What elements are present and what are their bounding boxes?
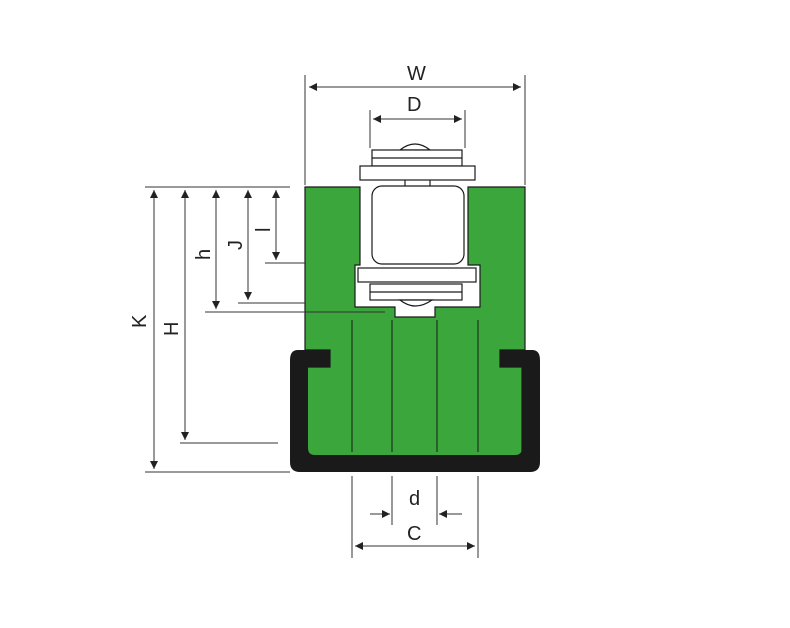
dim-label-C: C <box>407 523 421 545</box>
roller <box>371 185 465 265</box>
dim-label-J: J <box>225 240 247 250</box>
c-channel <box>290 350 540 472</box>
bottom-pin-head <box>398 299 434 307</box>
dim-label-d: d <box>409 488 420 510</box>
dim-label-H: H <box>161 322 183 336</box>
dim-label-h: h <box>193 249 215 260</box>
dim-label-D: D <box>407 94 421 116</box>
chain-assembly <box>357 143 477 307</box>
dimensions: W D K H h J l d <box>129 63 526 558</box>
internal-lines <box>351 320 479 452</box>
dim-label-K: K <box>129 314 151 328</box>
bottom-inner-plate <box>357 267 477 283</box>
dim-label-l: l <box>253 228 275 232</box>
dim-label-W: W <box>407 63 426 85</box>
top-pin-head <box>398 143 432 151</box>
top-inner-plate <box>359 165 476 181</box>
